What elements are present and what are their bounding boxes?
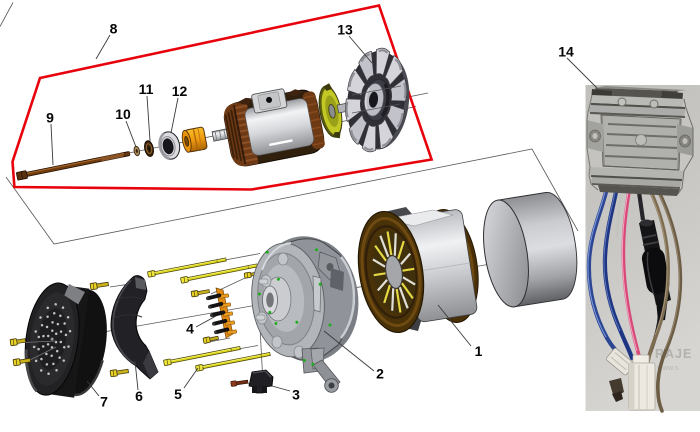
svg-text:3: 3: [292, 387, 300, 403]
svg-text:8: 8: [110, 21, 118, 37]
svg-text:12: 12: [172, 83, 188, 99]
svg-text:11: 11: [139, 81, 154, 97]
svg-text:1: 1: [475, 343, 483, 359]
svg-text:13: 13: [337, 22, 353, 38]
svg-text:RAJE: RAJE: [655, 347, 692, 361]
svg-text:14: 14: [558, 44, 574, 60]
svg-text:7: 7: [100, 394, 108, 410]
svg-text:6: 6: [135, 388, 143, 404]
svg-text:9: 9: [46, 110, 54, 126]
svg-text:5: 5: [174, 386, 182, 402]
svg-text:2: 2: [376, 366, 384, 382]
svg-text:4: 4: [186, 321, 194, 337]
svg-text:10: 10: [115, 106, 131, 122]
